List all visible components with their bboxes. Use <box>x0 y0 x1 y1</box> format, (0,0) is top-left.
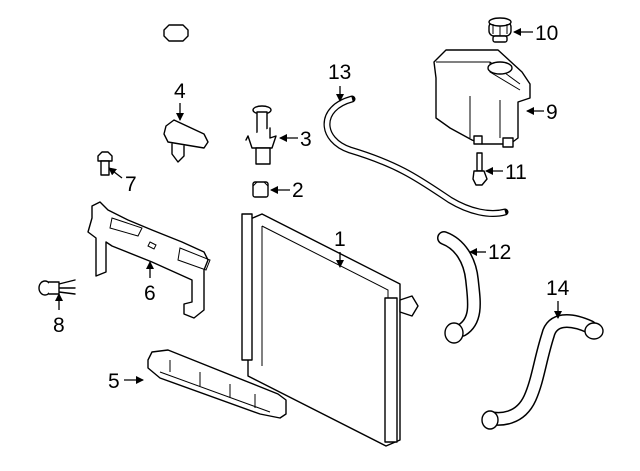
sensor[interactable] <box>472 152 488 186</box>
callout-11: 11 <box>505 161 527 184</box>
upper-hose[interactable] <box>437 231 481 344</box>
callout-6: 6 <box>144 282 156 305</box>
callout-2: 2 <box>292 179 304 202</box>
lower-hose[interactable] <box>481 314 604 430</box>
mount-cushion[interactable] <box>252 181 269 198</box>
callout-1: 1 <box>334 228 346 251</box>
callout-4: 4 <box>174 80 186 103</box>
arrow-7 <box>108 167 123 179</box>
bracket-cap[interactable] <box>163 119 209 163</box>
callout-8: 8 <box>53 314 65 337</box>
callout-9: 9 <box>546 101 558 124</box>
callout-arrows <box>55 28 562 384</box>
callout-5: 5 <box>108 370 120 393</box>
callout-10: 10 <box>535 22 558 45</box>
overflow-hose[interactable] <box>323 95 509 217</box>
push-clip[interactable] <box>38 279 76 296</box>
radiator[interactable] <box>241 213 419 447</box>
callout-7: 7 <box>125 173 137 196</box>
radiator-support-pin[interactable] <box>245 105 277 165</box>
bolt[interactable] <box>97 151 113 176</box>
callout-12: 12 <box>488 241 511 264</box>
callout-14: 14 <box>546 277 570 300</box>
callout-13: 13 <box>328 61 351 84</box>
coolant-reservoir[interactable] <box>433 49 531 148</box>
callout-labels: 1 2 3 4 5 6 7 8 9 10 11 12 13 14 <box>53 22 570 393</box>
upper-air-guide[interactable] <box>87 201 211 319</box>
callout-3: 3 <box>300 128 312 151</box>
reservoir-cap[interactable] <box>163 17 512 43</box>
lower-air-guide[interactable] <box>147 349 287 419</box>
